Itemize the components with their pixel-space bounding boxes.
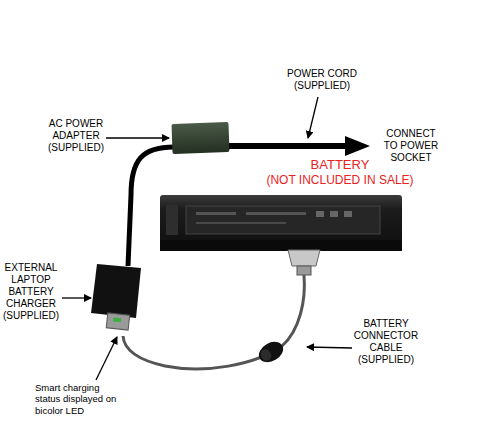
battery-print	[246, 212, 306, 215]
battery-connector-plug	[288, 250, 320, 266]
power-cord	[229, 143, 348, 149]
connector-cable	[123, 275, 304, 369]
callout-label: POWER CORD (SUPPLIED)	[280, 68, 364, 92]
battery-charger	[91, 264, 141, 318]
leader-arrow	[307, 347, 352, 348]
battery-symbol	[344, 211, 352, 217]
ferrite-bead	[259, 347, 274, 362]
dc-cable	[128, 147, 174, 266]
callout-label: BATTERY CONNECTOR CABLE (SUPPLIED)	[350, 318, 422, 366]
charger-led-plug	[106, 313, 129, 330]
callout-label: CONNECT TO POWER SOCKET	[379, 128, 443, 164]
callout-label: EXTERNAL LAPTOP BATTERY CHARGER (SUPPLIE…	[1, 262, 61, 322]
battery-body	[160, 195, 402, 251]
battery-print	[196, 222, 286, 224]
callout-label: AC POWER ADAPTER (SUPPLIED)	[44, 118, 108, 154]
warning-label: BATTERY	[260, 157, 420, 173]
battery-symbol	[330, 211, 338, 217]
ac-adapter	[171, 122, 229, 154]
leader-arrow	[96, 337, 117, 380]
battery-end-cap	[166, 205, 178, 235]
warning-label: (NOT INCLUDED IN SALE)	[250, 173, 430, 187]
bicolor-led	[113, 317, 121, 322]
leader-arrow	[308, 97, 318, 138]
battery-connector-plug	[297, 266, 311, 275]
battery-base	[160, 240, 402, 251]
battery-print	[196, 212, 236, 215]
note-label: Smart charging status displayed on bicol…	[35, 382, 123, 416]
ferrite-bead	[255, 338, 287, 367]
battery-label-panel	[186, 206, 380, 234]
battery-symbol	[316, 211, 324, 217]
leader-arrow	[106, 137, 169, 138]
leader-arrow	[62, 297, 91, 298]
power-cord-arrow	[345, 136, 370, 156]
